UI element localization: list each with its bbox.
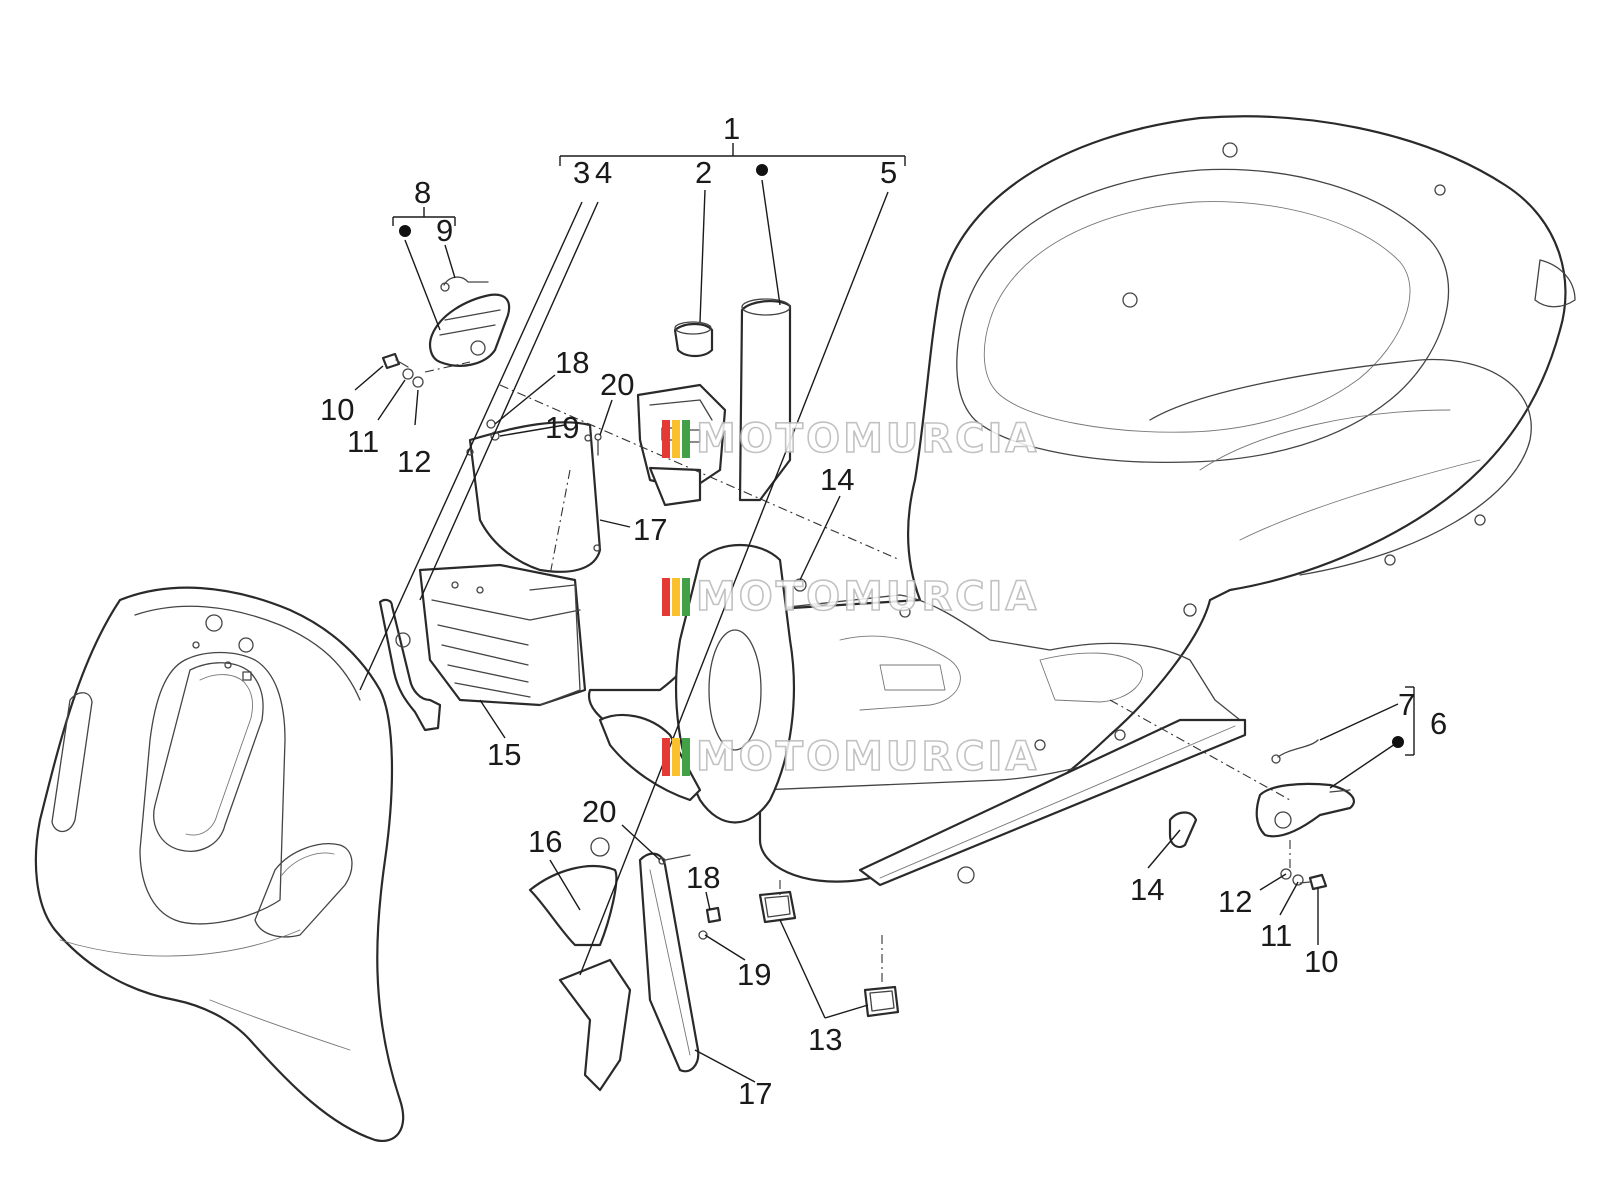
cable-clips — [793, 578, 1198, 849]
callout-labels: 1 2 3 4 5 6 7 8 9 10 10 11 11 12 12 13 1… — [320, 111, 1447, 1111]
reference-dots — [399, 164, 1404, 748]
leg-shield — [34, 586, 405, 1143]
callout-10-left: 10 — [320, 392, 354, 427]
callout-11-right: 11 — [1260, 918, 1292, 953]
callout-9: 9 — [436, 213, 453, 248]
assembly-axis-lines — [424, 361, 1291, 985]
watermark-stripe-green — [682, 738, 690, 776]
callout-20-upper: 20 — [600, 367, 634, 402]
callout-18-upper: 18 — [555, 345, 589, 380]
horn-grille-assembly — [378, 563, 587, 732]
watermark-stripe-green — [682, 420, 690, 458]
grommet-part — [673, 321, 714, 358]
watermark-stripe-yellow — [672, 420, 680, 458]
callout-1: 1 — [723, 111, 740, 146]
watermark-stripe-red — [662, 578, 670, 616]
watermark-stripe-green — [682, 578, 690, 616]
callout-14-lower: 14 — [1130, 872, 1164, 907]
callout-20-lower: 20 — [582, 794, 616, 829]
callout-17-lower: 17 — [738, 1076, 772, 1111]
body-frame — [587, 115, 1576, 887]
front-lower-parts — [528, 713, 722, 1092]
callout-16: 16 — [528, 824, 562, 859]
headset-bracket — [636, 383, 727, 507]
callout-3: 3 — [573, 155, 590, 190]
watermark-stripe-red — [662, 420, 670, 458]
leader-lines — [354, 143, 1415, 1083]
callout-12-right: 12 — [1218, 884, 1252, 919]
callout-8: 8 — [414, 175, 431, 210]
watermark-top: MOTOMURCIA — [662, 415, 1039, 463]
watermark-text: MOTOMURCIA — [696, 734, 1039, 780]
cover-plate-upper — [466, 421, 602, 573]
callout-4: 4 — [595, 155, 612, 190]
watermark-stripe-yellow — [672, 578, 680, 616]
callout-12-left: 12 — [397, 444, 431, 479]
callout-10-right: 10 — [1304, 944, 1338, 979]
callout-17-upper: 17 — [633, 512, 667, 547]
callout-5: 5 — [880, 155, 897, 190]
callout-2: 2 — [695, 155, 712, 190]
fasteners-left — [381, 352, 602, 456]
callout-19-upper: 19 — [545, 410, 579, 445]
callout-14-upper: 14 — [820, 462, 854, 497]
watermark-stripe-yellow — [672, 738, 680, 776]
callout-19-lower: 19 — [737, 957, 771, 992]
watermark-bottom: MOTOMURCIA — [662, 733, 1039, 781]
callout-15: 15 — [487, 737, 521, 772]
watermark-stripe-red — [662, 738, 670, 776]
callout-13: 13 — [808, 1022, 842, 1057]
watermark-text: MOTOMURCIA — [696, 574, 1039, 620]
watermark-middle: MOTOMURCIA — [662, 573, 1039, 621]
callout-18-lower: 18 — [686, 860, 720, 895]
watermark-text: MOTOMURCIA — [696, 416, 1039, 462]
seat-latch-assembly — [1255, 739, 1355, 891]
callout-6: 6 — [1430, 706, 1447, 741]
lock-bracket — [429, 276, 511, 367]
callout-7: 7 — [1398, 687, 1415, 722]
rubber-plugs — [758, 890, 900, 1018]
callout-11-left: 11 — [347, 424, 379, 459]
